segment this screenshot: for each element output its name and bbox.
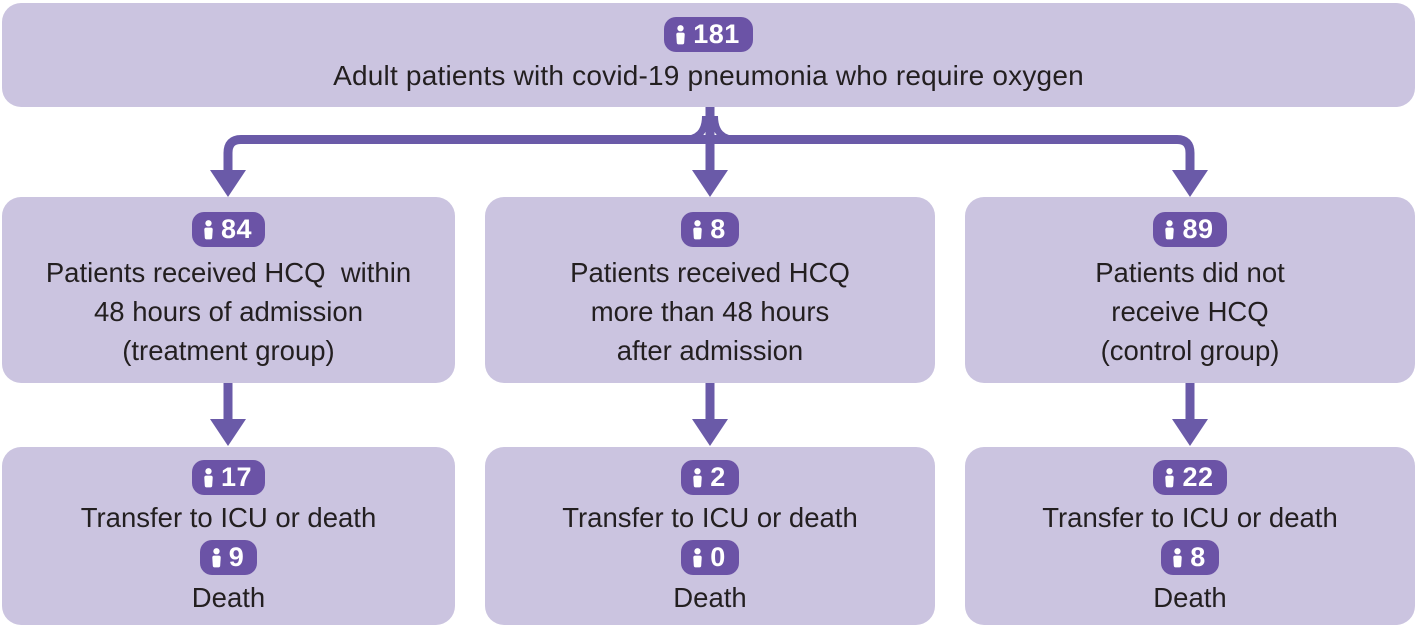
count-value: 2	[710, 462, 726, 492]
branch-label-line: Patients received HCQ within	[45, 257, 412, 288]
person-icon	[212, 547, 221, 567]
branch-label: Patients received HCQ within 48 hours of…	[46, 253, 411, 370]
count-value: 0	[710, 542, 726, 572]
death-label: Death	[673, 582, 747, 613]
branch-label-line: Patients received HCQ	[570, 257, 850, 288]
icu-or-death-label: Transfer to ICU or death	[1042, 502, 1338, 533]
arrow-branch-rail	[223, 135, 1195, 186]
count-badge: 0	[681, 540, 739, 575]
outcome-box-late-hcq: 2 Transfer to ICU or death 0 Death	[485, 447, 935, 625]
count-badge: 181	[664, 17, 753, 52]
arrowhead-to-treatment-box	[210, 170, 246, 197]
branch-box-treatment: 84 Patients received HCQ within 48 hours…	[2, 197, 455, 383]
arrowhead-treatment-outcome	[210, 419, 246, 446]
person-icon	[204, 219, 213, 239]
count-badge: 17	[191, 460, 266, 495]
count-badge: 22	[1153, 460, 1227, 495]
count-badge: 8	[681, 212, 739, 247]
arrow-junction-fillet-right	[711, 115, 738, 143]
root-label: Adult patients with covid-19 pneumonia w…	[333, 60, 1084, 91]
branch-label-line: after admission	[616, 335, 804, 366]
death-label: Death	[1153, 582, 1227, 613]
count-value: 181	[693, 19, 740, 49]
count-value: 17	[220, 462, 253, 492]
person-icon	[1165, 467, 1175, 487]
icu-or-death-label: Transfer to ICU or death	[80, 502, 377, 533]
count-badge: 2	[681, 460, 739, 495]
count-value: 84	[220, 214, 253, 244]
person-icon	[1173, 547, 1182, 567]
outcome-box-treatment: 17 Transfer to ICU or death 9 Death	[2, 447, 455, 625]
branch-label: Patients received HCQ more than 48 hours…	[570, 253, 850, 370]
count-value: 8	[710, 214, 726, 244]
count-badge: 89	[1153, 212, 1227, 247]
icu-or-death-label: Transfer to ICU or death	[562, 502, 858, 533]
branch-label-line: receive HCQ	[1111, 296, 1269, 327]
branch-box-late-hcq: 8 Patients received HCQ more than 48 hou…	[485, 197, 935, 383]
count-badge: 9	[199, 540, 258, 575]
person-icon	[676, 24, 685, 44]
branch-label: Patients did not receive HCQ (control gr…	[1095, 253, 1285, 370]
count-badge: 84	[191, 212, 266, 247]
branch-label-line: Patients did not	[1095, 257, 1285, 288]
branch-label-line: (control group)	[1100, 335, 1280, 366]
branch-label-line: 48 hours of admission	[93, 296, 364, 327]
branch-label-line: more than 48 hours	[590, 296, 830, 327]
count-value: 8	[1190, 542, 1206, 572]
arrowhead-control-outcome	[1172, 419, 1208, 446]
person-icon	[693, 547, 702, 567]
count-value: 89	[1182, 214, 1214, 244]
branch-label-line: (treatment group)	[122, 335, 335, 366]
person-icon	[693, 219, 702, 239]
outcome-box-control: 22 Transfer to ICU or death 8 Death	[965, 447, 1415, 625]
count-value: 9	[228, 542, 245, 572]
arrowhead-late-hcq-outcome	[692, 419, 728, 446]
person-icon	[204, 467, 213, 487]
arrowhead-to-late-hcq-box	[692, 170, 728, 197]
count-value: 22	[1182, 462, 1214, 492]
death-label: Death	[191, 582, 266, 613]
person-icon	[1165, 219, 1175, 239]
branch-box-control: 89 Patients did not receive HCQ (control…	[965, 197, 1415, 383]
person-icon	[693, 467, 702, 487]
count-badge: 8	[1161, 540, 1219, 575]
arrow-junction-fillet-left	[682, 115, 709, 143]
root-box: 181 Adult patients with covid-19 pneumon…	[2, 3, 1415, 107]
arrowhead-to-control-box	[1172, 170, 1208, 197]
